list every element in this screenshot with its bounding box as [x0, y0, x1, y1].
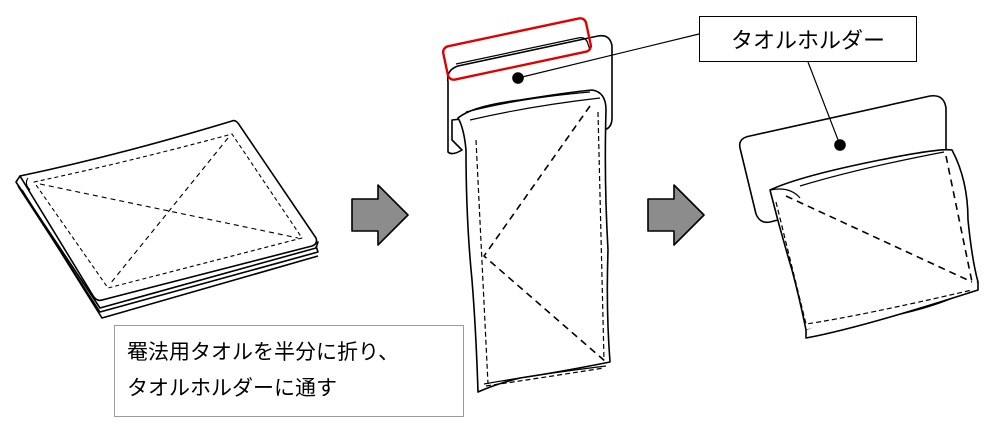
folded-towel [15, 119, 319, 319]
slot-highlight [441, 17, 593, 81]
arrow-right-icon [351, 184, 409, 246]
holder-label-box: タオルホルダー [699, 16, 917, 62]
holder-label: タオルホルダー [730, 29, 885, 54]
caption-line-2: タオルホルダーに通す [127, 376, 337, 400]
caption-line-1: 罨法用タオルを半分に折り、 [127, 340, 400, 364]
towel-folded-in-holder [738, 94, 979, 339]
caption-box: 罨法用タオルを半分に折り、 タオルホルダーに通す [114, 325, 464, 417]
leader-line [517, 33, 700, 79]
towel-in-holder [446, 34, 613, 393]
leader-line-2 [807, 61, 841, 146]
towel-hanging [457, 89, 611, 393]
arrow-right-icon [647, 184, 705, 246]
